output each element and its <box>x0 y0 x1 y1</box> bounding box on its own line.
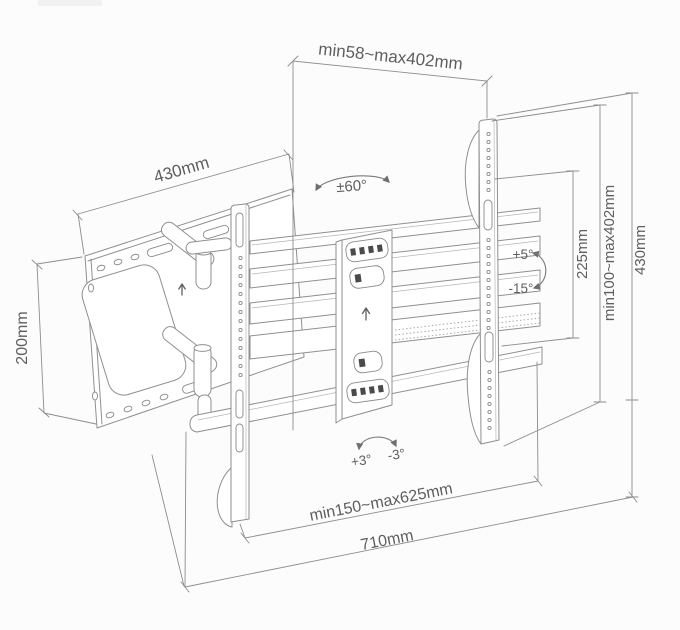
left-rail-holes <box>238 255 243 378</box>
right-tv-rail <box>464 118 500 445</box>
rail-top <box>249 207 541 255</box>
corner-smudge <box>38 0 102 6</box>
wall-plate-cutout <box>81 264 187 396</box>
angle-label-swivel: ±60° <box>336 177 368 196</box>
vesa-plate <box>335 229 393 424</box>
up-arrow-icon <box>361 307 371 321</box>
dim-label-vesa-height-range: min100~max402mm <box>601 185 618 321</box>
dim-label-rail-spacing: 225mm <box>574 229 591 279</box>
dimension-lines <box>31 55 639 593</box>
dim-label-vesa-width-range: min150~max625mm <box>308 480 454 524</box>
up-arrow-icon <box>178 283 186 296</box>
rail-telescoping <box>249 302 541 360</box>
angle-label-level-left: +3° <box>350 452 373 470</box>
dim-label-bracket-height: 430mm <box>632 225 649 275</box>
tilt-arc-icon <box>531 250 547 290</box>
right-rail-holes <box>486 131 492 431</box>
angle-label-tilt-up: +5° <box>513 247 534 262</box>
dim-label-top-extension: min58~max402mm <box>317 40 463 74</box>
angle-label-tilt-down: -15° <box>509 281 534 296</box>
angle-label-level-right: -3° <box>387 446 406 463</box>
swivel-arc-icon <box>315 175 390 192</box>
arm-pivot-lower <box>193 344 212 398</box>
dim-label-wall-plate-width: 430mm <box>152 153 212 187</box>
dim-label-wall-plate-height: 200mm <box>14 311 31 364</box>
left-tv-rail <box>216 203 250 528</box>
dim-label-bracket-width: 710mm <box>359 527 415 554</box>
level-arc-icon <box>356 436 397 451</box>
